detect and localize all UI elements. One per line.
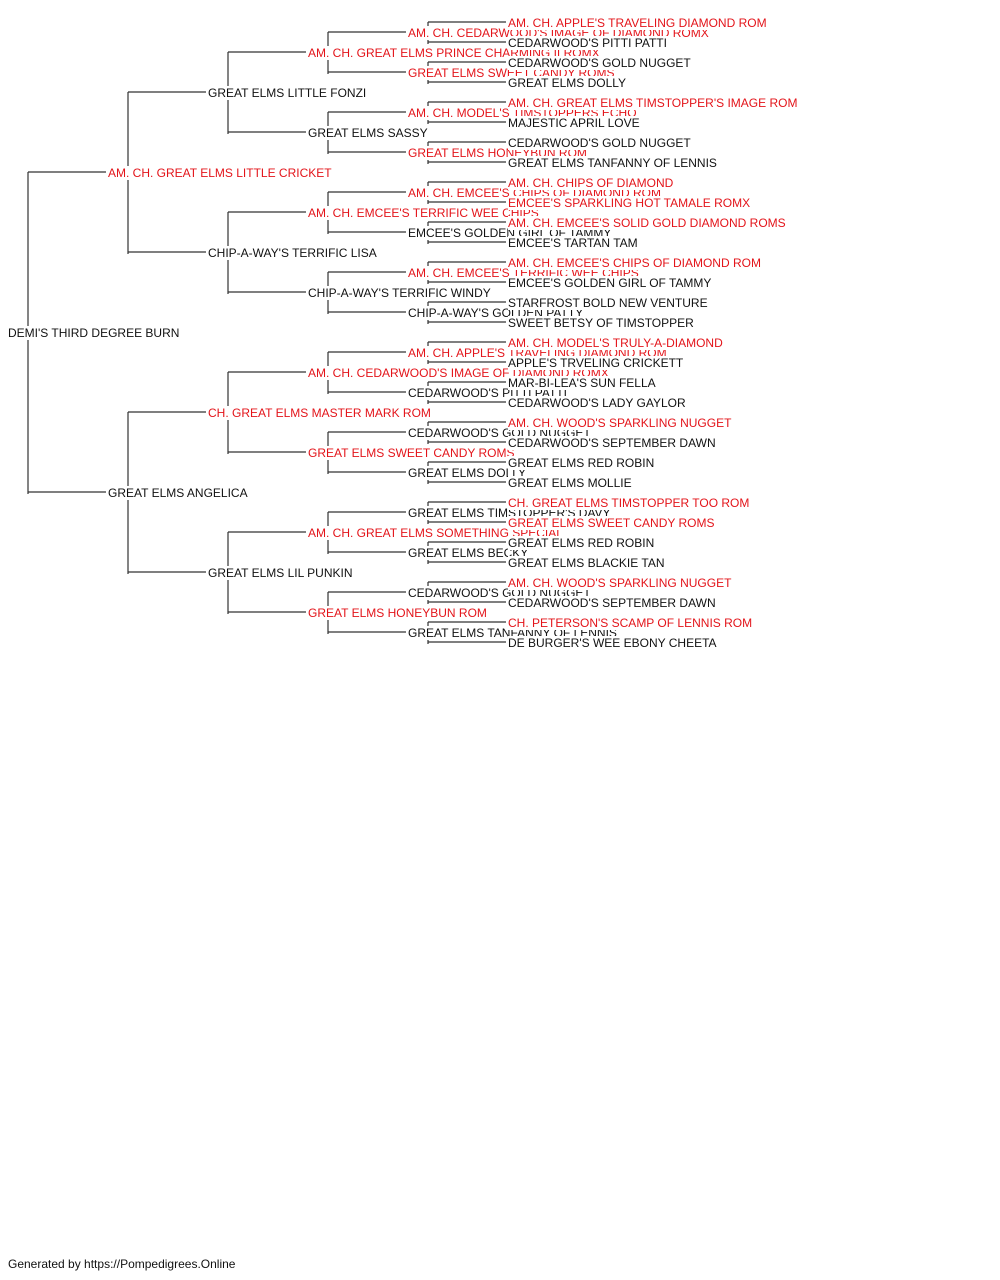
pedigree-node-gen-5: AM. CH. EMCEE'S CHIPS OF DIAMOND ROM [508,256,763,270]
pedigree-node-gen-5: CEDARWOOD'S GOLD NUGGET [508,56,693,70]
pedigree-node-gen-3: AM. CH. GREAT ELMS SOMETHING SPECIAL [308,526,565,540]
footer-credit: Generated by https://Pompedigrees.Online [8,1257,236,1271]
pedigree-node-gen-5: DE BURGER'S WEE EBONY CHEETA [508,636,719,650]
pedigree-node-gen-5: AM. CH. WOOD'S SPARKLING NUGGET [508,416,734,430]
pedigree-node-gen-5: GREAT ELMS TANFANNY OF LENNIS [508,156,719,170]
pedigree-node-gen-5: AM. CH. EMCEE'S SOLID GOLD DIAMOND ROMS [508,216,788,230]
pedigree-node-gen-3: CHIP-A-WAY'S TERRIFIC WINDY [308,286,493,300]
pedigree-node-gen-5: AM. CH. WOOD'S SPARKLING NUGGET [508,576,734,590]
pedigree-node-gen-5: CEDARWOOD'S PITTI PATTI [508,36,669,50]
pedigree-node-gen-5: GREAT ELMS BLACKIE TAN [508,556,667,570]
pedigree-node-gen-2: CHIP-A-WAY'S TERRIFIC LISA [208,246,379,260]
pedigree-node-gen-1: GREAT ELMS ANGELICA [108,486,250,500]
pedigree-node-gen-5: GREAT ELMS RED ROBIN [508,456,657,470]
pedigree-node-gen-4: GREAT ELMS BECKY [408,546,531,560]
pedigree-node-gen-5: STARFROST BOLD NEW VENTURE [508,296,710,310]
pedigree-node-gen-5: CEDARWOOD'S GOLD NUGGET [508,136,693,150]
pedigree-node-gen-5: CEDARWOOD'S SEPTEMBER DAWN [508,436,718,450]
pedigree-node-gen-5: GREAT ELMS DOLLY [508,76,629,90]
pedigree-node-gen-3: GREAT ELMS HONEYBUN ROM [308,606,489,620]
pedigree-node-gen-5: AM. CH. GREAT ELMS TIMSTOPPER'S IMAGE RO… [508,96,800,110]
pedigree-node-gen-5: MAR-BI-LEA'S SUN FELLA [508,376,658,390]
pedigree-node-gen-5: APPLE'S TRVELING CRICKETT [508,356,686,370]
pedigree-node-gen-5: CEDARWOOD'S LADY GAYLOR [508,396,688,410]
pedigree-node-gen-5: AM. CH. MODEL'S TRULY-A-DIAMOND [508,336,725,350]
pedigree-node-gen-5: CEDARWOOD'S SEPTEMBER DAWN [508,596,718,610]
pedigree-node-gen-2: GREAT ELMS LITTLE FONZI [208,86,369,100]
pedigree-node-gen-5: GREAT ELMS SWEET CANDY ROMS [508,516,717,530]
pedigree-node-gen-3: GREAT ELMS SASSY [308,126,430,140]
pedigree-node-gen-3: GREAT ELMS SWEET CANDY ROMS [308,446,517,460]
pedigree-node-gen-5: MAJESTIC APRIL LOVE [508,116,642,130]
pedigree-node-gen-1: AM. CH. GREAT ELMS LITTLE CRICKET [108,166,334,180]
pedigree-node-gen-5: CH. PETERSON'S SCAMP OF LENNIS ROM [508,616,755,630]
pedigree-node-gen-0: DEMI'S THIRD DEGREE BURN [8,326,182,340]
pedigree-node-gen-5: GREAT ELMS RED ROBIN [508,536,657,550]
pedigree-node-gen-4: GREAT ELMS DOLLY [408,466,529,480]
pedigree-node-gen-5: EMCEE'S GOLDEN GIRL OF TAMMY [508,276,714,290]
pedigree-node-gen-5: GREAT ELMS MOLLIE [508,476,634,490]
pedigree-node-gen-3: AM. CH. EMCEE'S TERRIFIC WEE CHIPS [308,206,541,220]
pedigree-node-gen-5: CH. GREAT ELMS TIMSTOPPER TOO ROM [508,496,752,510]
pedigree-node-gen-5: SWEET BETSY OF TIMSTOPPER [508,316,696,330]
pedigree-node-gen-5: AM. CH. APPLE'S TRAVELING DIAMOND ROM [508,16,769,30]
pedigree-node-gen-5: AM. CH. CHIPS OF DIAMOND [508,176,676,190]
pedigree-node-gen-5: EMCEE'S TARTAN TAM [508,236,640,250]
pedigree-node-gen-2: GREAT ELMS LIL PUNKIN [208,566,355,580]
pedigree-node-gen-2: CH. GREAT ELMS MASTER MARK ROM [208,406,433,420]
pedigree-node-gen-5: EMCEE'S SPARKLING HOT TAMALE ROMX [508,196,753,210]
